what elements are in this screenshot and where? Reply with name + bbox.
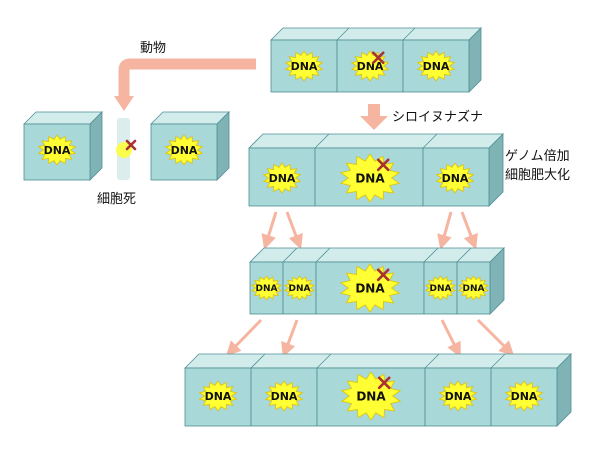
damage-x-icon [376, 268, 390, 282]
dna-label: DNA [355, 171, 385, 185]
dna-label: DNA [423, 60, 450, 73]
dna-star: DNA [37, 134, 77, 166]
dna-star: DNA [438, 380, 478, 412]
dna-label: DNA [356, 389, 386, 403]
dna-label: DNA [463, 284, 485, 294]
dna-burst [262, 162, 302, 194]
label-animal: 動物 [140, 41, 167, 56]
cube-top-face [248, 133, 504, 149]
arrow [460, 211, 478, 250]
cube-top-face [184, 353, 572, 369]
dna-label: DNA [269, 172, 296, 185]
label-genome-doubling: ゲノム倍加 [505, 149, 570, 164]
damage-x-icon [376, 158, 390, 172]
label-cell-death: 細胞死 [97, 192, 137, 207]
dna-burst [504, 380, 544, 412]
dna-burst [264, 380, 304, 412]
dna-star: DNA [198, 380, 238, 412]
dna-star: DNA [262, 162, 302, 194]
dna-star: DNA [284, 50, 324, 82]
dna-burst [457, 275, 490, 301]
label-species: シロイヌナズナ [392, 110, 484, 125]
dna-label: DNA [171, 144, 198, 157]
dna-label: DNA [271, 390, 298, 403]
dna-label: DNA [44, 144, 71, 157]
dna-fading-icon [116, 142, 132, 158]
arrow [440, 319, 461, 358]
cube-top-face [23, 111, 103, 125]
dna-burst [284, 50, 324, 82]
cube-top-face [150, 111, 230, 125]
cube-top-face [249, 247, 505, 263]
dna-star: DNA [283, 275, 316, 301]
animal-path-arrow [118, 58, 256, 98]
dna-star: DNA [457, 275, 490, 301]
label-cell-enlargement: 細胞肥大化 [505, 168, 571, 183]
dna-label: DNA [289, 284, 311, 294]
cube-side-face [216, 111, 230, 181]
dna-star: DNA [250, 275, 283, 301]
species-down-arrow [360, 104, 388, 130]
dna-burst [198, 380, 238, 412]
arrow [261, 211, 278, 250]
dna-burst [424, 275, 457, 301]
arrow [437, 211, 453, 250]
dna-burst [164, 134, 204, 166]
cube-top-face [270, 27, 482, 41]
dying-cell [116, 118, 132, 180]
dna-label: DNA [205, 390, 232, 403]
arrow [476, 318, 515, 357]
dna-label: DNA [256, 284, 278, 294]
dna-burst [416, 50, 456, 82]
damage-x-icon [371, 51, 385, 65]
dna-label: DNA [442, 172, 469, 185]
dna-star: DNA [416, 50, 456, 82]
animal-path-arrowhead [114, 96, 134, 111]
dna-star: DNA [504, 380, 544, 412]
dna-star: DNA [164, 134, 204, 166]
arrow [281, 319, 299, 358]
arrow [285, 211, 303, 250]
damage-x-icon [377, 376, 391, 390]
dna-burst [250, 275, 283, 301]
dna-label: DNA [430, 284, 452, 294]
row3-cell-row [249, 247, 505, 315]
cube-side-face [89, 111, 103, 181]
dna-star: DNA [424, 275, 457, 301]
dna-burst [435, 162, 475, 194]
row2-cell-row [248, 133, 504, 207]
arrow [225, 318, 263, 357]
right-cell [150, 111, 230, 181]
dna-burst [283, 275, 316, 301]
dna-label: DNA [291, 60, 318, 73]
dna-burst [37, 134, 77, 166]
dna-burst [438, 380, 478, 412]
dna-star: DNA [435, 162, 475, 194]
dna-label: DNA [511, 390, 538, 403]
dna-label: DNA [357, 60, 384, 73]
row4-cell-row [184, 353, 572, 427]
dna-label: DNA [445, 390, 472, 403]
damage-x-icon [125, 139, 137, 151]
dna-star: DNA [264, 380, 304, 412]
dna-label: DNA [355, 281, 385, 295]
